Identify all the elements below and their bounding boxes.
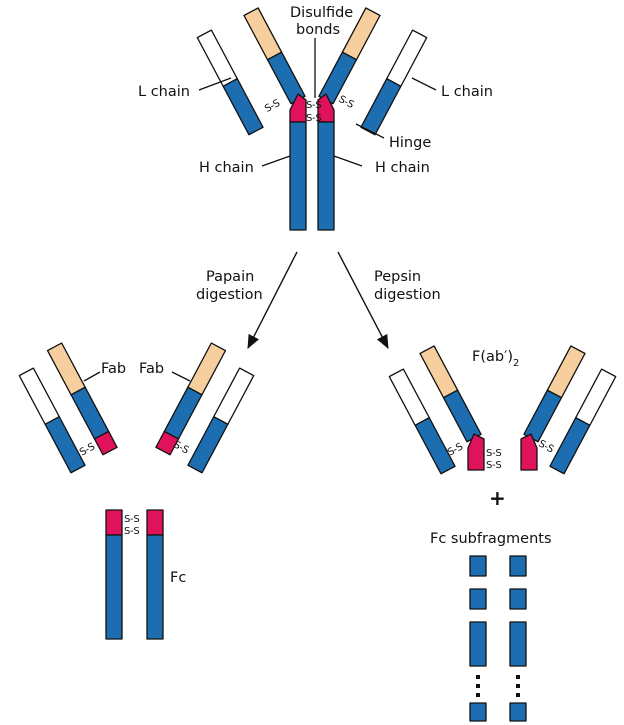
fab2-label-main: F(ab′) <box>472 349 513 365</box>
right-heavy-variable <box>341 7 381 61</box>
ss-fab-left: S-S <box>78 442 97 459</box>
left-heavy-stem <box>289 121 307 231</box>
papain-label-line1: Papain <box>206 269 254 285</box>
fc-subfragment <box>469 555 487 577</box>
fab-fragment-left: S-S <box>18 342 118 474</box>
left-light-chain <box>196 29 264 136</box>
ss-right-interchain: S-S <box>337 94 356 111</box>
fab-label-left: Fab <box>101 361 126 377</box>
left-heavy-variable <box>243 7 283 61</box>
right-heavy-stem <box>317 121 335 231</box>
pepsin-label-line2: digestion <box>374 287 441 303</box>
fc-subfragment <box>509 555 527 577</box>
fc-subfragment <box>509 702 527 722</box>
plus-sign: + <box>489 486 506 510</box>
fab-label-right: Fab <box>139 361 164 377</box>
hinge-label: Hinge <box>389 135 431 151</box>
ss-fab2-hinge-1: S-S <box>486 448 501 459</box>
papain-arrow <box>247 251 298 350</box>
pepsin-label-line1: Pepsin <box>374 269 421 285</box>
left-light-variable <box>196 29 238 87</box>
disulfide-label-line2: bonds <box>296 22 340 38</box>
ss-fab2-left: S-S <box>446 442 465 459</box>
left-l-chain-label: L chain <box>138 84 190 100</box>
ss-fc-2: S-S <box>124 526 139 537</box>
fc-subfragments <box>469 555 527 722</box>
pepsin-arrow <box>337 251 389 350</box>
fab2-fragment: S-S S-S S-S S-S <box>388 345 617 475</box>
fc-subfragment <box>469 621 487 667</box>
fc-fragment: S-S S-S <box>105 509 164 640</box>
fab-fragment-right: S-S <box>155 342 255 474</box>
fab2-label-subscript: 2 <box>513 358 519 369</box>
right-light-variable <box>386 29 428 87</box>
fc-subfragments-label: Fc subfragments <box>430 531 552 547</box>
left-h-chain-label: H chain <box>199 160 254 176</box>
disulfide-label-line1: Disulfide <box>290 5 353 21</box>
ss-fab-right: S-S <box>171 439 190 456</box>
fc-subfragment <box>509 588 527 610</box>
right-heavy-arm <box>318 7 381 105</box>
fab2-label: F(ab′)2 <box>472 349 519 369</box>
fc-subfragment <box>469 588 487 610</box>
ss-fab2-hinge-2: S-S <box>486 460 501 471</box>
intact-antibody: S-S S-S S-S S-S <box>196 7 428 231</box>
left-light-constant <box>222 78 264 136</box>
right-light-constant <box>360 78 402 136</box>
right-l-chain-label: L chain <box>441 84 493 100</box>
ss-hinge-2: S-S <box>306 113 321 124</box>
ss-hinge-1: S-S <box>306 100 321 111</box>
fc-subfragment <box>509 621 527 667</box>
fc-subfragment <box>469 702 487 722</box>
ss-left-interchain: S-S <box>263 98 282 115</box>
papain-label-line2: digestion <box>196 287 263 303</box>
ss-fc-1: S-S <box>124 514 139 525</box>
right-light-chain <box>360 29 428 136</box>
right-h-chain-label: H chain <box>375 160 430 176</box>
ss-fab2-right: S-S <box>536 438 555 455</box>
fc-continuation-dots <box>476 675 520 697</box>
fc-label: Fc <box>170 570 186 586</box>
